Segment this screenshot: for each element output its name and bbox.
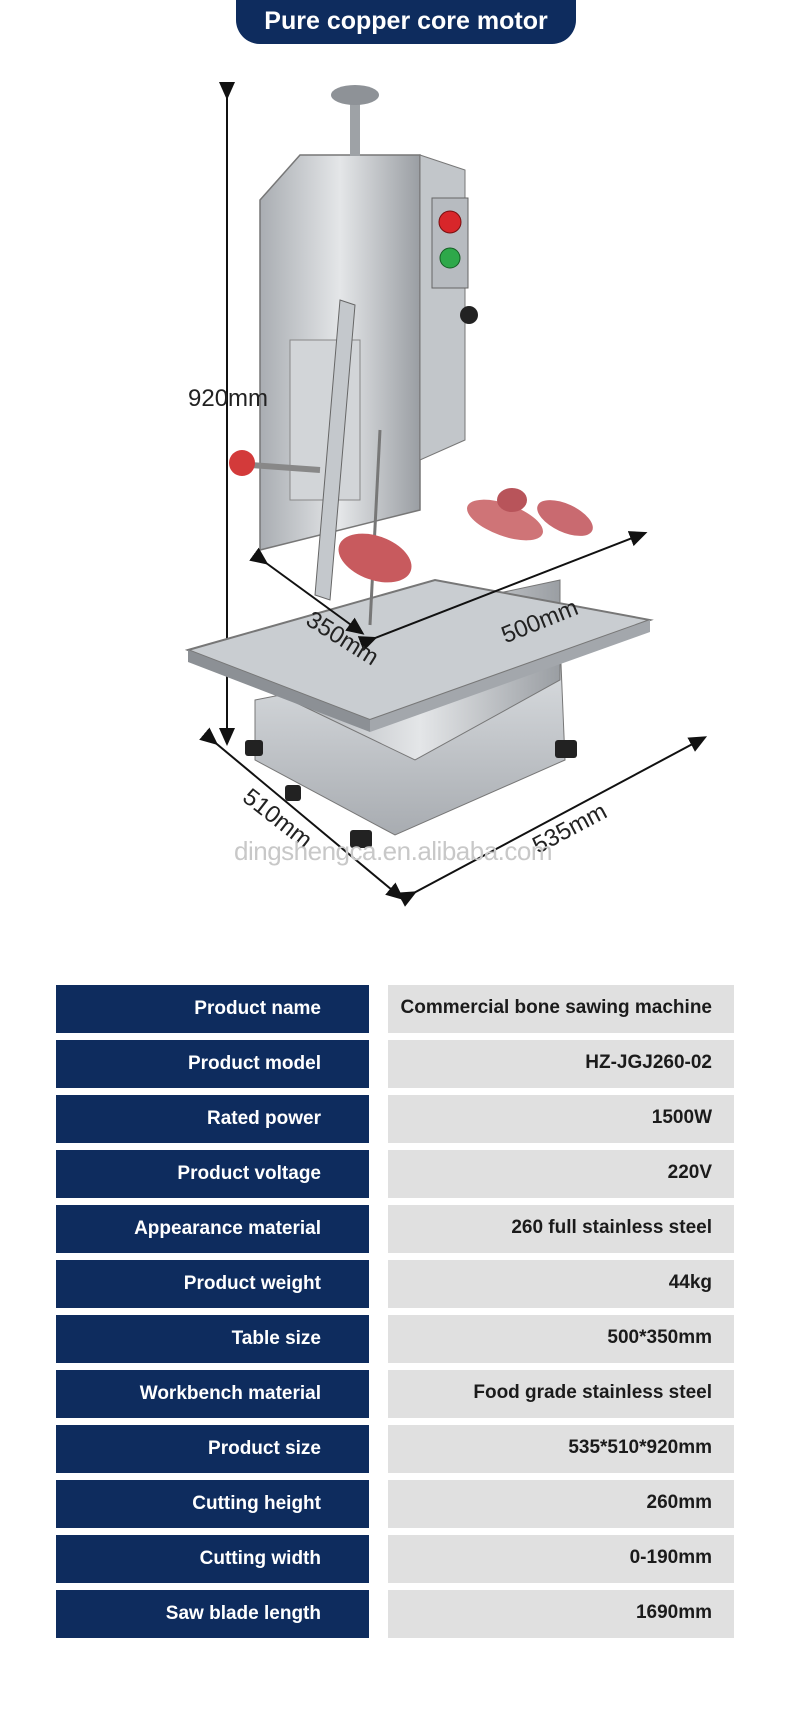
- spec-value: 260 full stainless steel: [388, 1205, 734, 1253]
- spec-label: Product model: [56, 1040, 369, 1088]
- spec-value: 260mm: [388, 1480, 734, 1528]
- spec-row: Product voltage 220V: [56, 1150, 736, 1198]
- spec-label: Product size: [56, 1425, 369, 1473]
- spec-row: Product size 535*510*920mm: [56, 1425, 736, 1473]
- spec-row: Product model HZ-JGJ260-02: [56, 1040, 736, 1088]
- spec-label: Cutting height: [56, 1480, 369, 1528]
- spec-label: Product name: [56, 985, 369, 1033]
- spec-row: Appearance material 260 full stainless st…: [56, 1205, 736, 1253]
- spec-row: Rated power 1500W: [56, 1095, 736, 1143]
- spec-value: 220V: [388, 1150, 734, 1198]
- spec-row: Saw blade length 1690mm: [56, 1590, 736, 1638]
- spec-label: Cutting width: [56, 1535, 369, 1583]
- base-depth-arrow: [199, 727, 405, 901]
- base-width-arrow: [397, 736, 708, 907]
- spec-value: 1690mm: [388, 1590, 734, 1638]
- spec-label: Table size: [56, 1315, 369, 1363]
- title-banner: Pure copper core motor: [236, 0, 576, 44]
- spec-value: Commercial bone sawing machine: [388, 985, 734, 1033]
- spec-label: Rated power: [56, 1095, 369, 1143]
- spec-row: Cutting width 0-190mm: [56, 1535, 736, 1583]
- spec-row: Product name Commercial bone sawing machi…: [56, 985, 736, 1033]
- spec-label: Product voltage: [56, 1150, 369, 1198]
- height-label: 920mm: [188, 385, 269, 412]
- bone-saw-machine-illustration: [184, 82, 708, 907]
- spec-label: Appearance material: [56, 1205, 369, 1253]
- spec-label: Workbench material: [56, 1370, 369, 1418]
- watermark: dingshengca.en.alibaba.com: [234, 836, 553, 866]
- spec-value: 44kg: [388, 1260, 734, 1308]
- spec-value: 500*350mm: [388, 1315, 734, 1363]
- spec-label: Product weight: [56, 1260, 369, 1308]
- spec-label: Saw blade length: [56, 1590, 369, 1638]
- spec-value: 0-190mm: [388, 1535, 734, 1583]
- spec-row: Workbench material Food grade stainless s…: [56, 1370, 736, 1418]
- spec-value: HZ-JGJ260-02: [388, 1040, 734, 1088]
- spec-value: 535*510*920mm: [388, 1425, 734, 1473]
- spec-row: Product weight 44kg: [56, 1260, 736, 1308]
- spec-value: 1500W: [388, 1095, 734, 1143]
- spec-row: Cutting height 260mm: [56, 1480, 736, 1528]
- spec-row: Table size 500*350mm: [56, 1315, 736, 1363]
- spec-value: Food grade stainless steel: [388, 1370, 734, 1418]
- page-title: Pure copper core motor: [264, 7, 548, 35]
